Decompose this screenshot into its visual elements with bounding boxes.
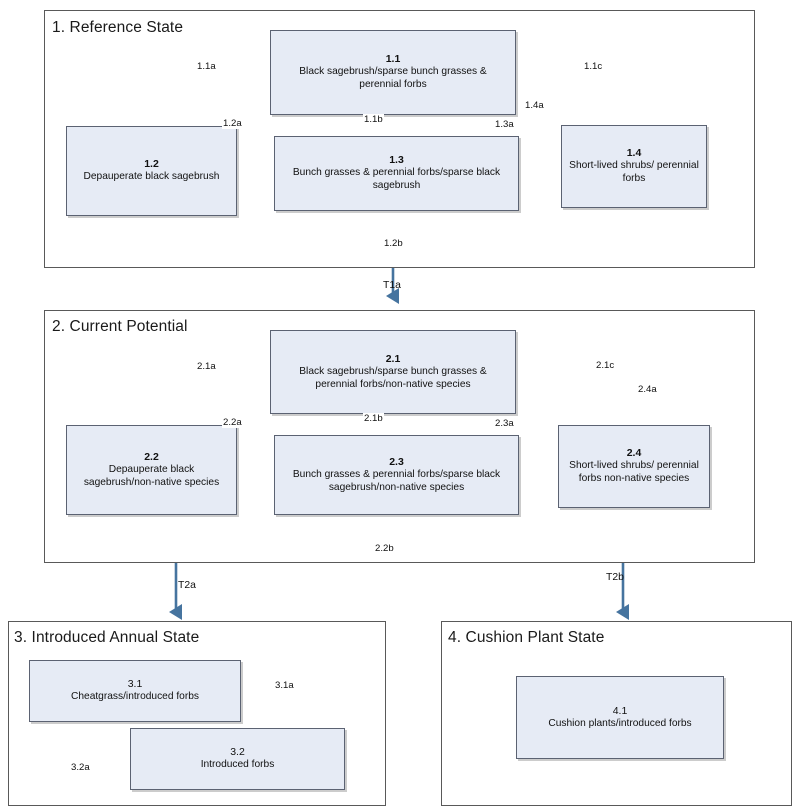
- phase-number: 2.1: [385, 352, 401, 365]
- phase-number: 1.1: [385, 53, 401, 66]
- phase-label: Bunch grasses & perennial forbs/sparse b…: [292, 167, 501, 191]
- phase-label: Bunch grasses & perennial forbs/sparse b…: [292, 468, 501, 493]
- phase-label: Depauperate black sagebrush: [83, 171, 220, 183]
- transition-label-t2a: T2a: [178, 580, 196, 591]
- phase-box-3-1[interactable]: 3.1 Cheatgrass/introduced forbs: [29, 660, 241, 722]
- phase-label: Cushion plants/introduced forbs: [548, 717, 692, 729]
- phase-label: Depauperate black sagebrush/non-native s…: [83, 463, 220, 488]
- state-title-1: 1. Reference State: [52, 19, 184, 36]
- state-title-4: 4. Cushion Plant State: [448, 629, 605, 646]
- phase-box-1-1[interactable]: 1.1 Black sagebrush/sparse bunch grasses…: [270, 30, 516, 115]
- phase-box-2-4[interactable]: 2.4 Short-lived shrubs/ perennial forbs …: [558, 425, 710, 508]
- phase-number: 4.1: [612, 704, 628, 717]
- pathway-label-1-2a: 1.2a: [222, 118, 243, 129]
- phase-label: Short-lived shrubs/ perennial forbs non-…: [569, 460, 699, 484]
- pathway-label-1-1b: 1.1b: [363, 114, 384, 125]
- phase-box-2-3[interactable]: 2.3 Bunch grasses & perennial forbs/spar…: [274, 435, 519, 515]
- phase-label: Black sagebrush/sparse bunch grasses & p…: [299, 365, 487, 390]
- pathway-label-2-1c: 2.1c: [595, 360, 616, 371]
- phase-box-1-4[interactable]: 1.4 Short-lived shrubs/ perennial forbs: [561, 125, 707, 208]
- pathway-label-2-2a: 2.2a: [222, 417, 243, 428]
- transition-label-t2b: T2b: [606, 572, 624, 583]
- pathway-label-1-2b: 1.2b: [383, 238, 404, 249]
- pathway-label-1-3a: 1.3a: [494, 119, 515, 130]
- pathway-label-1-4a: 1.4a: [524, 100, 545, 111]
- phase-number: 1.3: [389, 154, 404, 167]
- phase-label: Short-lived shrubs/ perennial forbs: [569, 160, 699, 184]
- phase-number: 2.2: [144, 450, 159, 463]
- phase-number: 3.1: [127, 678, 143, 691]
- phase-box-4-1[interactable]: 4.1 Cushion plants/introduced forbs: [516, 676, 724, 759]
- phase-number: 2.4: [626, 447, 642, 460]
- pathway-label-2-3a: 2.3a: [494, 418, 515, 429]
- phase-label: Black sagebrush/sparse bunch grasses & p…: [299, 66, 487, 90]
- phase-number: 3.2: [230, 746, 245, 759]
- phase-number: 1.4: [626, 147, 642, 160]
- phase-box-1-2[interactable]: 1.2 Depauperate black sagebrush: [66, 126, 237, 216]
- phase-label: Introduced forbs: [200, 759, 275, 771]
- phase-box-1-3[interactable]: 1.3 Bunch grasses & perennial forbs/spar…: [274, 136, 519, 211]
- phase-box-3-2[interactable]: 3.2 Introduced forbs: [130, 728, 345, 790]
- phase-number: 1.2: [144, 158, 159, 171]
- pathway-label-2-2b: 2.2b: [374, 543, 395, 554]
- pathway-label-3-2a: 3.2a: [70, 762, 91, 773]
- phase-box-2-1[interactable]: 2.1 Black sagebrush/sparse bunch grasses…: [270, 330, 516, 414]
- pathway-label-1-1a: 1.1a: [196, 61, 217, 72]
- pathway-label-2-1b: 2.1b: [363, 413, 384, 424]
- pathway-label-3-1a: 3.1a: [274, 680, 295, 691]
- pathway-label-2-4a: 2.4a: [637, 384, 658, 395]
- state-title-3: 3. Introduced Annual State: [14, 629, 200, 646]
- phase-number: 2.3: [389, 455, 404, 468]
- phase-box-2-2[interactable]: 2.2 Depauperate black sagebrush/non-nati…: [66, 425, 237, 515]
- phase-label: Cheatgrass/introduced forbs: [71, 691, 199, 703]
- pathway-label-2-1a: 2.1a: [196, 361, 217, 372]
- transition-label-t1a: T1a: [383, 280, 401, 291]
- pathway-label-1-1c: 1.1c: [583, 61, 604, 72]
- state-title-2: 2. Current Potential: [52, 318, 188, 335]
